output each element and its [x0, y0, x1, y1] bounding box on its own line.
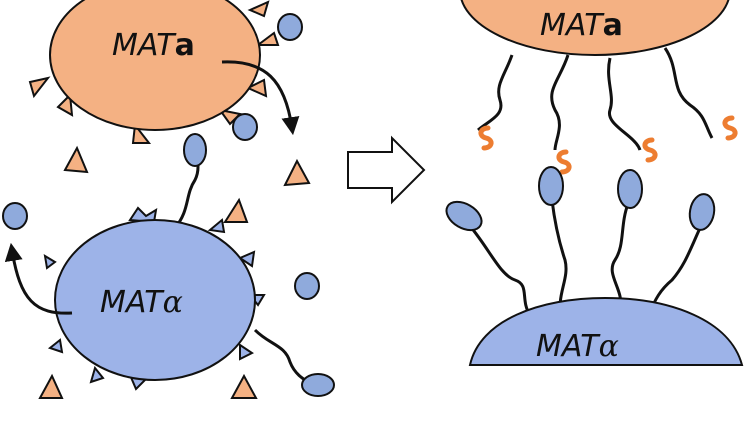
secretion-arrow-alpha	[4, 242, 73, 315]
agglutinin-hook	[722, 115, 738, 141]
left-mat-alpha-cell: MATα	[4, 133, 335, 397]
a-pheromone	[283, 158, 311, 187]
mat-a-receptor-stubs	[28, 0, 280, 144]
a-pheromone	[223, 197, 249, 223]
a-pheromone	[38, 373, 64, 399]
left-mat-a-label-prefix: MAT	[112, 28, 177, 63]
a-agglutinin-stalks	[477, 47, 714, 151]
right-mat-alpha-cell: MATα	[468, 296, 744, 366]
alpha-agglutinin-heads	[445, 166, 716, 232]
left-mat-a-label: MATa	[112, 28, 195, 63]
alpha-pheromone	[2, 202, 28, 230]
agglutinin-head	[538, 166, 564, 206]
alpha-pheromone	[294, 272, 320, 300]
agglutinin-stalk	[253, 328, 311, 385]
hollow-right-arrow-icon	[347, 135, 426, 205]
left-panel: MATa	[2, 0, 335, 399]
right-mat-a-label-prefix: MAT	[540, 8, 605, 43]
right-mat-a-label: MATa	[540, 8, 623, 43]
left-mat-a-cell: MATa	[28, 0, 300, 144]
right-mat-a-label-suffix: a	[603, 8, 623, 43]
alpha-pheromone	[277, 13, 303, 41]
left-mat-a-label-suffix: a	[175, 28, 195, 63]
secretion-arrow-a	[221, 60, 300, 136]
a-pheromone	[230, 373, 258, 399]
a-pheromone-triangles	[38, 145, 311, 399]
right-panel: MATa	[445, 0, 744, 366]
mat-alpha-receptor-stubs	[43, 206, 266, 391]
alpha-agglutinin-stalks	[468, 199, 702, 321]
alpha-pheromone-balls	[2, 13, 320, 300]
a-pheromone	[63, 145, 89, 174]
mat-a-cell-body	[460, 0, 730, 56]
agglutinin-hook	[478, 125, 494, 151]
right-mat-a-cell: MATa	[460, 0, 730, 56]
agglutinin-hook	[642, 137, 658, 163]
a-agglutinin-hooks	[478, 115, 738, 175]
mat-a-cell-body	[49, 0, 261, 131]
agglutinin-head	[688, 193, 716, 231]
left-mat-alpha-label: MATα	[100, 285, 183, 320]
agglutinin-head	[445, 200, 483, 232]
alpha-pheromone	[232, 113, 258, 141]
right-mat-alpha-label-prefix: MAT	[536, 329, 601, 364]
right-mat-alpha-label: MATα	[536, 329, 619, 364]
left-mat-alpha-label-prefix: MAT	[100, 285, 165, 320]
agglutinin-head	[301, 373, 335, 397]
agglutinin-head	[183, 133, 207, 167]
mat-alpha-cell-body	[468, 296, 744, 366]
right-mat-alpha-label-suffix: α	[599, 329, 619, 364]
agglutinin-head	[617, 169, 643, 209]
mat-alpha-cell-body	[54, 219, 256, 381]
agglutinin-hook	[556, 149, 572, 175]
left-mat-alpha-label-suffix: α	[163, 285, 183, 320]
